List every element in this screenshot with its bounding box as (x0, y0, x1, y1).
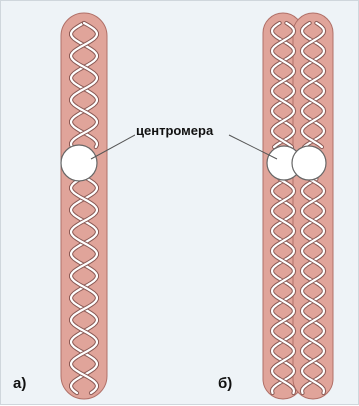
chromosome-a (61, 13, 107, 399)
centromere-label: центромера (135, 123, 214, 138)
chromatid-a (61, 13, 107, 399)
panel-b-label: б) (218, 375, 232, 392)
centromere-a (61, 145, 97, 181)
centromere-b-right (292, 146, 326, 180)
panel-a-label: а) (13, 375, 26, 392)
chromosome-b (263, 13, 333, 399)
